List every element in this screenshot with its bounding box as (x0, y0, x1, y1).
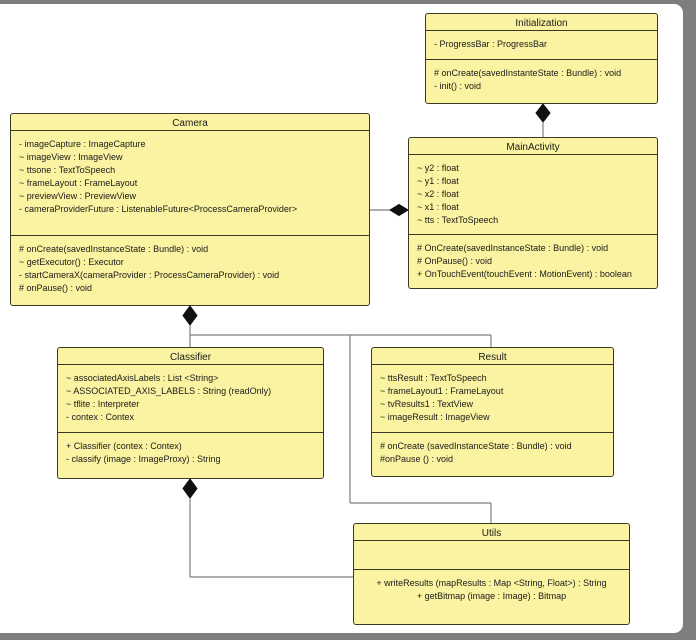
member-line: # OnPause() : void (417, 256, 493, 266)
attributes-section: - imageCapture : ImageCapture ~ imageView… (11, 130, 369, 235)
attributes-section: ~ associatedAxisLabels : List <String> ~ … (58, 364, 323, 432)
member-line: # onCreate(savedInstanteState : Bundle) … (434, 68, 622, 78)
class-title: Initialization (515, 18, 568, 29)
methods-section: # onCreate(savedInstanceState : Bundle) … (11, 235, 369, 305)
member-line: - cameraProviderFuture : ListenableFutur… (19, 204, 298, 214)
member-line: ~ tts : TextToSpeech (417, 215, 499, 225)
attributes-section: ~ ttsResult : TextToSpeech ~ frameLayout1… (372, 364, 613, 432)
member-line: ~ imageResult : ImageView (380, 412, 490, 422)
member-line: - startCameraX(cameraProvider : ProcessC… (19, 270, 280, 280)
class-title: Camera (172, 118, 208, 129)
class-result[interactable]: Result ~ ttsResult : TextToSpeech ~ frame… (371, 347, 614, 477)
member-line: ~ y2 : float (417, 163, 459, 173)
member-line: + Classifier (contex : Contex) (66, 441, 182, 451)
class-title: MainActivity (506, 142, 560, 153)
member-line: ~ getExecutor() : Executor (19, 257, 124, 267)
member-line: ~ frameLayout1 : FrameLayout (380, 386, 504, 396)
member-line: ~ tflite : Interpreter (66, 399, 140, 409)
member-line: ~ previewView : PreviewView (19, 191, 136, 201)
attributes-section (354, 540, 629, 569)
member-line: ~ ttsone : TextToSpeech (19, 165, 116, 175)
attributes-section: - ProgressBar : ProgressBar (426, 30, 657, 59)
member-line: ~ x1 : float (417, 202, 459, 212)
member-line: - init() : void (434, 81, 482, 91)
member-line: ~ x2 : float (417, 189, 459, 199)
member-line: - contex : Contex (66, 412, 135, 422)
class-classifier[interactable]: Classifier ~ associatedAxisLabels : List… (57, 347, 324, 479)
member-line: + getBitmap (image : Image) : Bitmap (416, 591, 567, 601)
member-line: ~ frameLayout : FrameLayout (19, 178, 138, 188)
member-line: # onPause() : void (19, 283, 93, 293)
member-line: ~ associatedAxisLabels : List <String> (66, 373, 219, 383)
member-line: ~ ttsResult : TextToSpeech (380, 373, 487, 383)
member-line: # onCreate(savedInstanceState : Bundle) … (19, 244, 209, 254)
class-title: Utils (481, 528, 502, 539)
member-line: - imageCapture : ImageCapture (19, 139, 146, 149)
class-initialization[interactable]: Initialization - ProgressBar : ProgressB… (425, 13, 658, 104)
methods-section: # onCreate(savedInstanteState : Bundle) … (426, 59, 657, 103)
member-line: + writeResults (mapResults : Map <String… (376, 578, 607, 588)
class-camera[interactable]: Camera - imageCapture : ImageCapture ~ im… (10, 113, 370, 306)
member-line: + OnTouchEvent(touchEvent : MotionEvent)… (417, 269, 632, 279)
methods-section: # onCreate (savedInstanceState : Bundle)… (372, 432, 613, 476)
member-line: # OnCreate(savedInstanceState : Bundle) … (417, 243, 609, 253)
member-line: - classify (image : ImageProxy) : String (66, 454, 221, 464)
class-mainactivity[interactable]: MainActivity ~ y2 : float ~ y1 : float ~ x… (408, 137, 658, 289)
member-line: ~ tvResults1 : TextView (380, 399, 473, 409)
class-utils[interactable]: Utils + writeResults (mapResults : Map <… (353, 523, 630, 625)
attributes-section: ~ y2 : float ~ y1 : float ~ x2 : float ~ x1… (409, 154, 657, 234)
class-title: Classifier (169, 352, 212, 363)
methods-section: + writeResults (mapResults : Map <String… (354, 569, 629, 624)
member-line: #onPause () : void (380, 454, 454, 464)
member-line: ~ y1 : float (417, 176, 459, 186)
member-line: ~ imageView : ImageView (19, 152, 123, 162)
member-line: # onCreate (savedInstanceState : Bundle)… (380, 441, 572, 451)
member-line: ~ ASSOCIATED_AXIS_LABELS : String (readO… (66, 386, 272, 396)
class-title: Result (478, 352, 507, 363)
methods-section: + Classifier (contex : Contex) - classify… (58, 432, 323, 478)
member-line: - ProgressBar : ProgressBar (434, 39, 548, 49)
methods-section: # OnCreate(savedInstanceState : Bundle) … (409, 234, 657, 288)
